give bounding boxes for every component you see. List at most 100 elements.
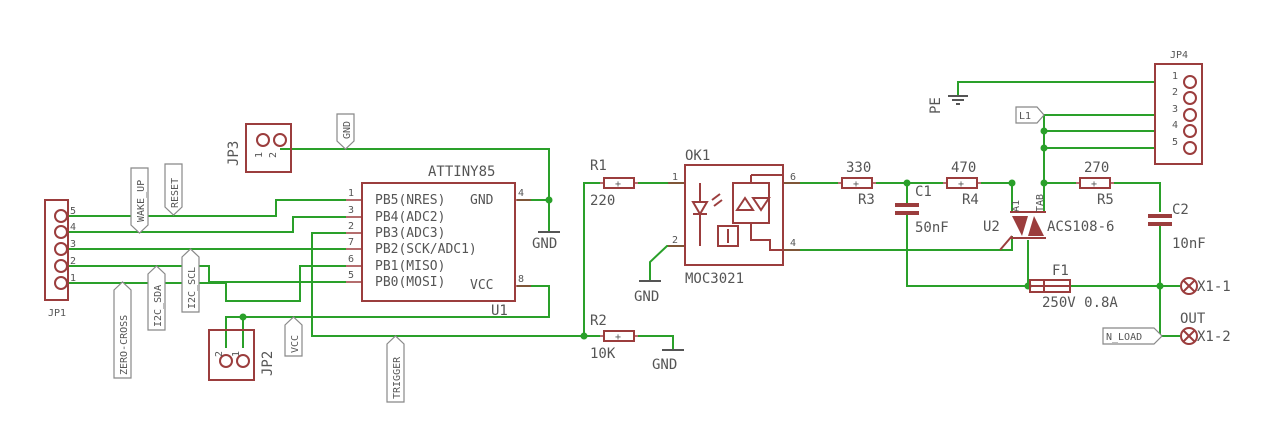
ok1-value: MOC3021	[685, 271, 744, 287]
ok1-pin-4: 4	[790, 238, 796, 249]
gnd-r2: GND	[652, 349, 684, 373]
u1-pinnum-4: 4	[518, 188, 524, 199]
x1-2-label: X1-2	[1197, 329, 1231, 345]
u1-pinnum-1: 1	[348, 188, 354, 199]
svg-text:+: +	[958, 179, 964, 190]
r2-resistor[interactable]: + R2 10K	[590, 313, 638, 362]
jp4-pin-3: 3	[1172, 104, 1178, 115]
u1-vcc-label: VCC	[470, 278, 493, 293]
jp1-header[interactable]: 5 4 3 2 1 JP1	[44, 199, 76, 319]
ok1-pin-2: 2	[672, 235, 678, 246]
tag-vcc-text: VCC	[290, 335, 301, 353]
u1-pinnum-6: 6	[348, 254, 354, 265]
tag-gnd-text: GND	[342, 121, 353, 139]
u1-name: U1	[491, 303, 508, 319]
u1-pin-pb0: PB0(MOSI)	[375, 275, 445, 290]
r4-value: 470	[951, 160, 976, 176]
u2-value: ACS108-6	[1047, 219, 1114, 235]
out-label: OUT	[1180, 311, 1206, 327]
f1-fuse[interactable]: F1 250V 0.8A	[1029, 263, 1118, 311]
jp4-pin-2: 2	[1172, 87, 1178, 98]
jp3-pin-2: 2	[268, 152, 279, 158]
jp4-pin-1: 1	[1172, 71, 1178, 82]
jp3-name: JP3	[226, 141, 242, 166]
r2-name: R2	[590, 313, 607, 329]
junctions	[239, 127, 1164, 340]
tag-i2c-sda: I2C_SDA	[147, 265, 166, 331]
tag-i2c-scl: I2C_SCL	[181, 248, 200, 313]
r4-resistor[interactable]: + 470 R4	[943, 160, 981, 208]
u1-pin-pb5: PB5(NRES)	[375, 193, 445, 208]
tag-reset-text: RESET	[170, 178, 181, 208]
tag-gnd: GND	[336, 113, 355, 150]
tag-trigger: TRIGGER	[386, 335, 405, 403]
ok1-pin-6: 6	[790, 172, 796, 183]
r5-resistor[interactable]: + 270 R5	[1076, 160, 1114, 208]
u2-triac[interactable]: A1 TAB U2 ACS108-6	[983, 194, 1114, 251]
u1-pin-pb3: PB3(ADC3)	[375, 226, 445, 241]
tag-trigger-text: TRIGGER	[392, 356, 403, 399]
r1-value: 220	[590, 193, 615, 209]
jp4-name: JP4	[1170, 50, 1188, 61]
gnd-ok1-label: GND	[634, 289, 659, 305]
tag-l1-text: L1	[1019, 111, 1031, 122]
r5-name: R5	[1097, 192, 1114, 208]
jp4-header[interactable]: 1 2 3 4 5 JP4	[1154, 50, 1203, 165]
c2-name: C2	[1172, 202, 1189, 218]
u1-pin-pb4: PB4(ADC2)	[375, 210, 445, 225]
jp1-name: JP1	[48, 308, 66, 319]
jp1-pin-3: 3	[70, 239, 76, 250]
jp1-pin-2: 2	[70, 256, 76, 267]
gnd-r2-label: GND	[652, 357, 677, 373]
u2-name: U2	[983, 219, 1000, 235]
tag-i2c-scl-text: I2C_SCL	[187, 267, 198, 309]
u1-pinnum-5: 5	[348, 270, 354, 281]
jp2-pin-2: 2	[214, 351, 225, 357]
jp4-pin-5: 5	[1172, 137, 1178, 148]
tag-wake-up: WAKE_UP	[130, 167, 149, 234]
u1-value: ATTINY85	[428, 164, 495, 180]
jp4-pin-4: 4	[1172, 120, 1178, 131]
r1-resistor[interactable]: + R1 220	[590, 158, 638, 209]
tag-zero-cross: ZERO-CROSS	[113, 281, 132, 379]
c1-value: 50nF	[915, 220, 949, 236]
tag-l1: L1	[1015, 106, 1045, 124]
x1-1-label: X1-1	[1197, 279, 1231, 295]
tag-reset: RESET	[164, 163, 183, 216]
r3-resistor[interactable]: + 330 R3	[838, 160, 876, 208]
r3-name: R3	[858, 192, 875, 208]
u2-pin-tab: TAB	[1035, 194, 1046, 212]
c2-capacitor[interactable]: C2 10nF	[1148, 202, 1206, 252]
svg-text:+: +	[615, 332, 621, 343]
tag-i2c-sda-text: I2C_SDA	[153, 285, 164, 327]
x1-1-terminal[interactable]: X1-1	[1180, 277, 1231, 295]
svg-text:+: +	[853, 179, 859, 190]
jp3-pin-1: 1	[254, 152, 265, 158]
tag-wake-up-text: WAKE_UP	[136, 180, 147, 222]
c1-capacitor[interactable]: C1 50nF	[895, 184, 949, 236]
r1-name: R1	[590, 158, 607, 174]
r2-value: 10K	[590, 346, 616, 362]
u2-pin-a1: A1	[1011, 200, 1022, 212]
x1-2-terminal[interactable]: X1-2 OUT	[1180, 311, 1231, 345]
u1-attiny85[interactable]: 1 3 2 7 6 5 4 8 PB5(NRES) PB4(ADC2) PB3(…	[346, 164, 531, 319]
jp2-name: JP2	[260, 351, 276, 376]
svg-text:+: +	[615, 179, 621, 190]
tag-n-load: N_LOAD	[1102, 327, 1163, 345]
f1-name: F1	[1052, 263, 1069, 279]
ok1-optocoupler[interactable]: 1 2 6 4 OK1 MOC3021	[668, 148, 800, 287]
tag-vcc: VCC	[284, 316, 303, 357]
jp1-pin-5: 5	[70, 206, 76, 217]
u1-pin-pb1: PB1(MISO)	[375, 259, 445, 274]
jp2-header[interactable]: 2 1 JP2	[208, 329, 276, 381]
gnd-u1: GND	[532, 231, 560, 252]
jp2-pin-1: 1	[231, 351, 242, 357]
r4-name: R4	[962, 192, 979, 208]
c1-name: C1	[915, 184, 932, 200]
u1-pinnum-7: 7	[348, 237, 354, 248]
ok1-name: OK1	[685, 148, 710, 164]
u1-pinnum-8: 8	[518, 274, 524, 285]
u1-gnd-label: GND	[470, 193, 494, 208]
tag-zero-cross-text: ZERO-CROSS	[119, 315, 130, 375]
jp3-header[interactable]: 1 2 JP3	[226, 123, 292, 173]
